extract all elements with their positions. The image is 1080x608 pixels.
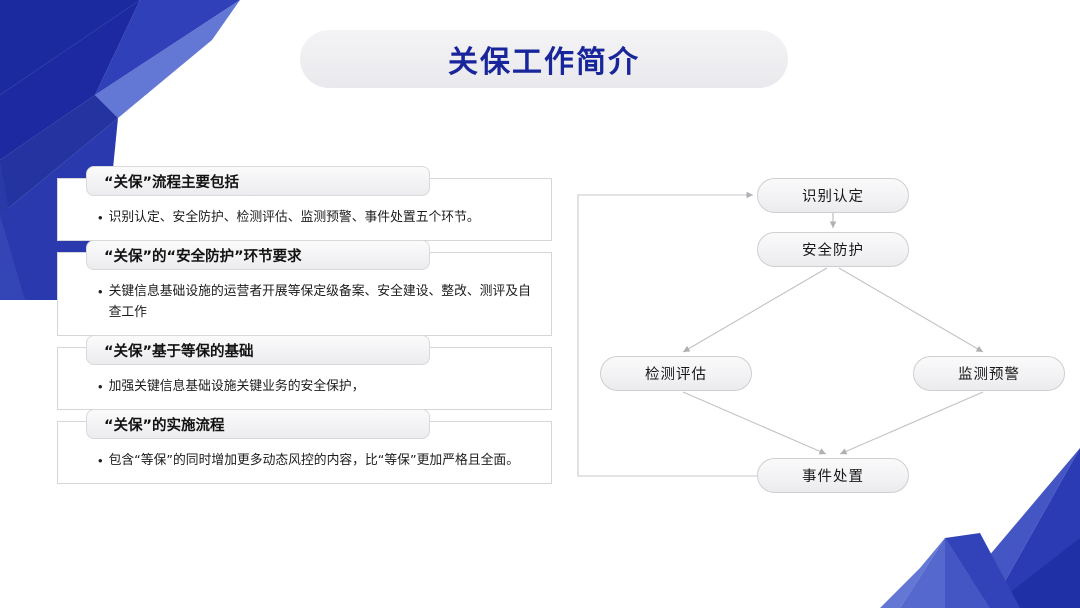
content-section-2: “关保”的“安全防护”环节要求 • 关键信息基础设施的运营者开展等保定级备案、安… xyxy=(57,240,552,336)
section-4-heading-pill: “关保”的实施流程 xyxy=(86,409,430,439)
page-title: 关保工作简介 xyxy=(448,45,640,80)
flow-node-assess-label: 检测评估 xyxy=(645,367,707,383)
edge-assess-dispose xyxy=(682,391,827,455)
section-2-heading: “关保”的“安全防护”环节要求 xyxy=(104,248,302,265)
section-2-text: 关键信息基础设施的运营者开展等保定级备案、安全建设、整改、测评及自查工作 xyxy=(108,284,531,320)
section-3-heading-pill: “关保”基于等保的基础 xyxy=(86,335,430,365)
section-3-text: 加强关键信息基础设施关键业务的安全保护， xyxy=(108,379,365,394)
bullet-icon: • xyxy=(98,379,103,394)
section-4-heading: “关保”的实施流程 xyxy=(104,417,225,434)
section-2-body: • 关键信息基础设施的运营者开展等保定级备案、安全建设、整改、测评及自查工作 xyxy=(72,279,537,323)
content-section-3: “关保”基于等保的基础 • 加强关键信息基础设施关键业务的安全保护， xyxy=(57,335,552,410)
section-1-heading: “关保”流程主要包括 xyxy=(104,174,240,191)
flow-node-protect[interactable]: 安全防护 xyxy=(757,232,909,267)
flow-node-assess[interactable]: 检测评估 xyxy=(600,356,752,391)
left-content-panel: “关保”流程主要包括 • 识别认定、安全防护、检测评估、监测预警、事件处置五个环… xyxy=(57,166,552,484)
flow-connectors xyxy=(577,191,984,477)
flow-node-protect-label: 安全防护 xyxy=(802,243,864,259)
section-1-heading-pill: “关保”流程主要包括 xyxy=(86,166,430,196)
section-1-text: 识别认定、安全防护、检测评估、监测预警、事件处置五个环节。 xyxy=(108,210,480,225)
flow-node-dispose[interactable]: 事件处置 xyxy=(757,458,909,493)
flow-node-identify-label: 识别认定 xyxy=(802,189,864,205)
edge-protect-assess xyxy=(682,267,828,353)
bullet-icon: • xyxy=(98,210,103,225)
section-1-body: • 识别认定、安全防护、检测评估、监测预警、事件处置五个环节。 xyxy=(72,205,537,228)
section-4-text: 包含“等保”的同时增加更多动态风控的内容，比“等保”更加严格且全面。 xyxy=(108,453,519,468)
edge-dispose-identify-feedback xyxy=(577,191,757,477)
flow-node-identify[interactable]: 识别认定 xyxy=(757,178,909,213)
section-3-body: • 加强关键信息基础设施关键业务的安全保护， xyxy=(72,374,537,397)
content-section-4: “关保”的实施流程 • 包含“等保”的同时增加更多动态风控的内容，比“等保”更加… xyxy=(57,409,552,484)
section-4-body: • 包含“等保”的同时增加更多动态风控的内容，比“等保”更加严格且全面。 xyxy=(72,448,537,471)
slide-title-pill: 关保工作简介 xyxy=(300,30,788,88)
section-2-heading-pill: “关保”的“安全防护”环节要求 xyxy=(86,240,430,270)
process-flow-diagram: 识别认定 安全防护 检测评估 监测预警 事件处置 xyxy=(565,160,1070,510)
edge-protect-monitor xyxy=(838,267,984,353)
edge-monitor-dispose xyxy=(839,391,984,455)
flow-node-monitor[interactable]: 监测预警 xyxy=(913,356,1065,391)
section-3-heading: “关保”基于等保的基础 xyxy=(104,343,254,360)
flow-node-dispose-label: 事件处置 xyxy=(802,469,864,485)
content-section-1: “关保”流程主要包括 • 识别认定、安全防护、检测评估、监测预警、事件处置五个环… xyxy=(57,166,552,241)
bullet-icon: • xyxy=(98,453,103,468)
flow-node-monitor-label: 监测预警 xyxy=(958,367,1020,383)
bullet-icon: • xyxy=(98,284,103,299)
